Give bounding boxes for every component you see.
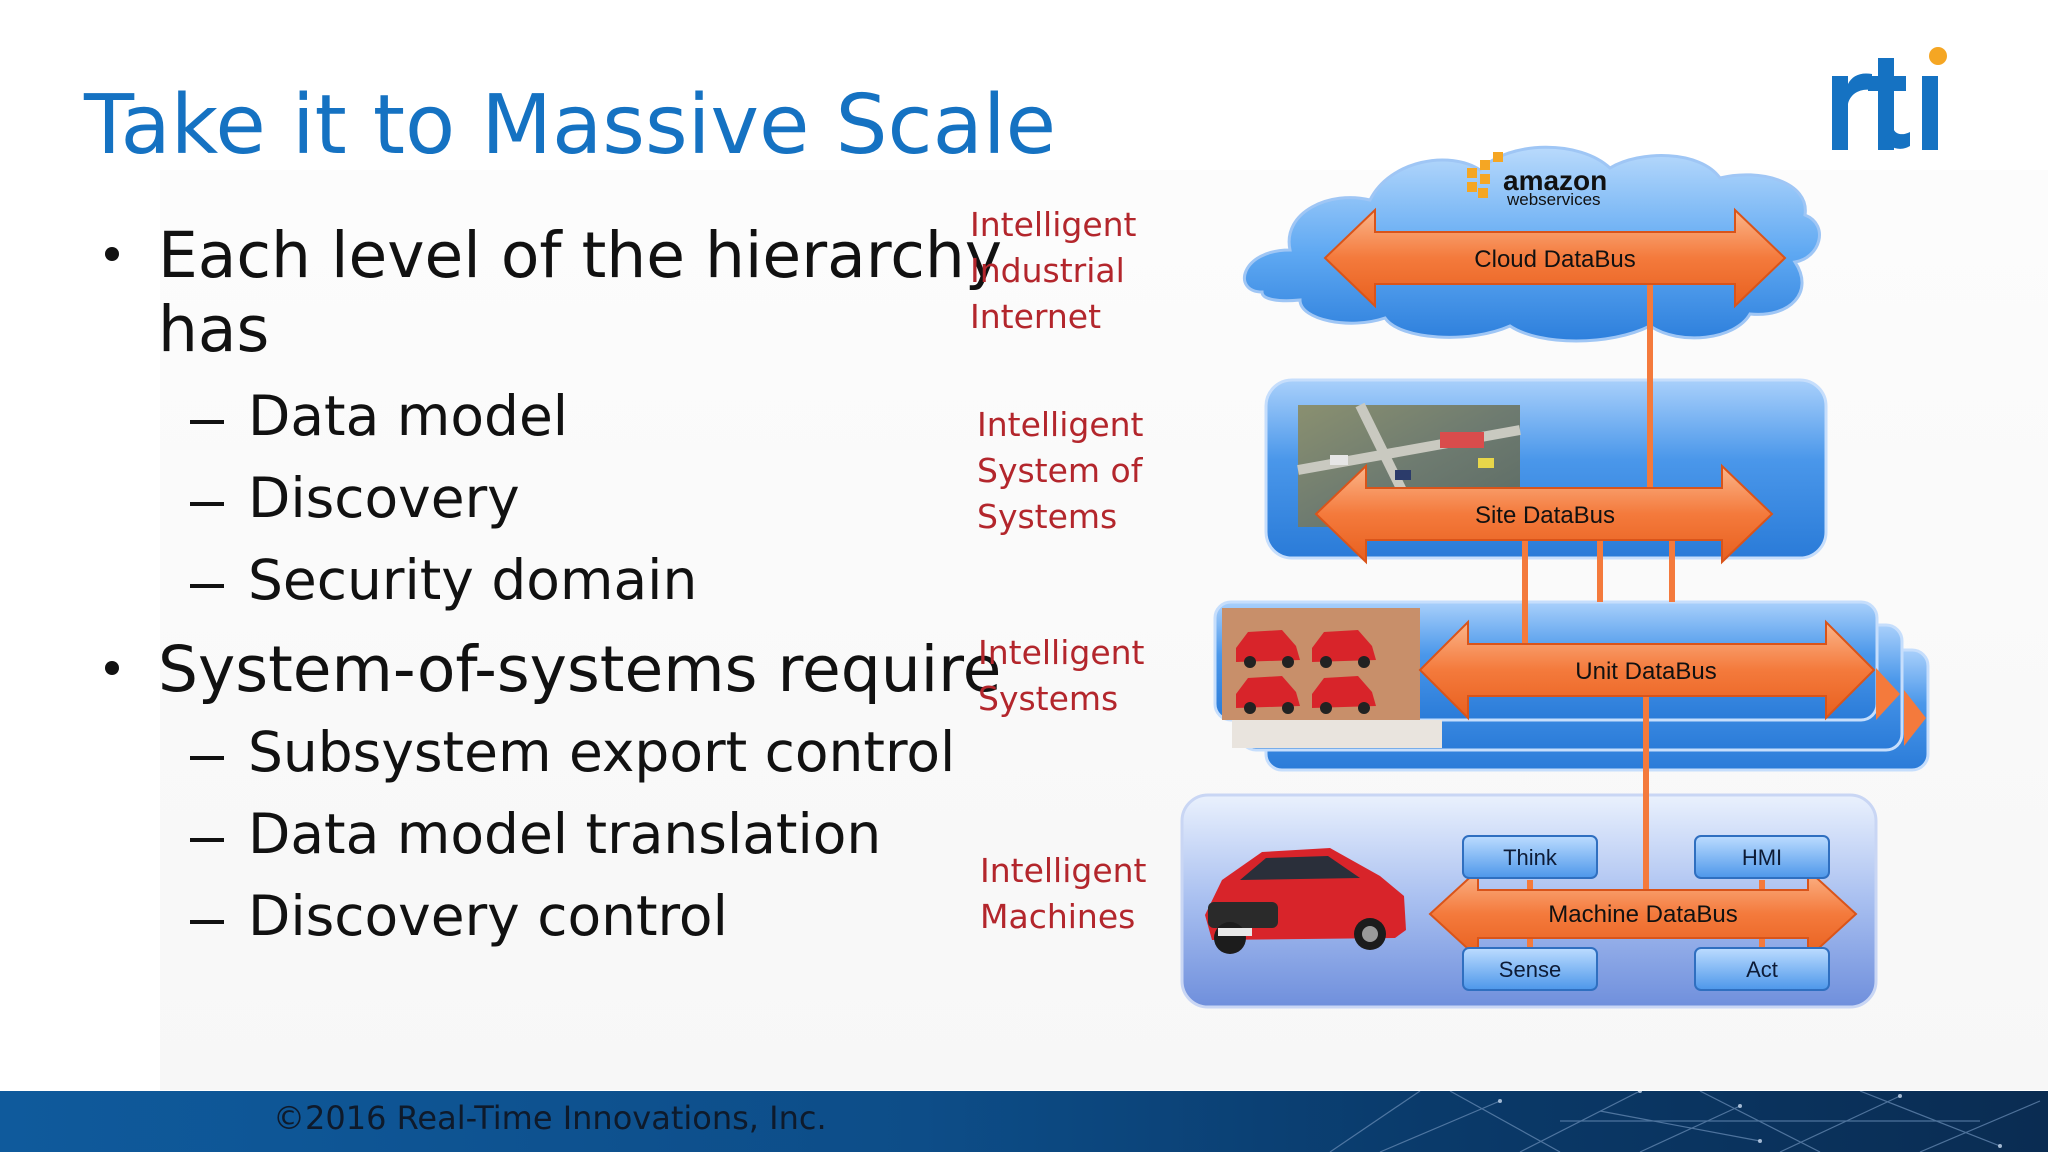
- dash-icon: [190, 838, 224, 842]
- level-label-industrial-internet: Intelligent Industrial Internet: [970, 205, 1137, 336]
- subitem-subsystem-export-control: Subsystem export control: [248, 720, 956, 784]
- site-databus-label: Site DataBus: [1475, 502, 1615, 529]
- sense-box: Sense: [1462, 947, 1598, 991]
- red-car-image: [1205, 848, 1406, 954]
- bullet-dot: [105, 661, 119, 675]
- svg-text:HMI: HMI: [1742, 845, 1782, 870]
- cars-grid-image: [1222, 608, 1442, 748]
- dash-icon: [190, 420, 224, 424]
- svg-text:Think: Think: [1503, 845, 1558, 870]
- subitem-data-model-translation: Data model translation: [248, 802, 882, 866]
- aws-brand-sub: webservices: [1506, 190, 1601, 209]
- cloud-databus-arrow: Cloud DataBus: [1323, 207, 1787, 309]
- subitem-data-model: Data model: [248, 384, 569, 448]
- svg-text:Sense: Sense: [1499, 957, 1561, 982]
- bullet-2: System-of-systems require: [158, 633, 1002, 706]
- dash-icon: [190, 920, 224, 924]
- rti-logo: [1826, 42, 1956, 156]
- slide-title: Take it to Massive Scale: [84, 78, 1057, 173]
- bullet-1-line1: Each level of the hierarchy: [158, 219, 1003, 292]
- site-databus-arrow: Site DataBus: [1314, 463, 1774, 565]
- machine-databus-arrow: Machine DataBus: [1428, 867, 1858, 961]
- act-box: Act: [1694, 947, 1830, 991]
- subitem-discovery: Discovery: [248, 466, 520, 530]
- machine-databus-label: Machine DataBus: [1548, 901, 1737, 928]
- unit-databus-label: Unit DataBus: [1575, 658, 1716, 685]
- bullet-dot: [105, 247, 119, 261]
- footer-bar: [0, 1089, 2048, 1153]
- dash-icon: [190, 584, 224, 588]
- network-pattern-icon: [1329, 1089, 2041, 1153]
- level-label-systems: Intelligent Systems: [978, 633, 1145, 718]
- think-box: Think: [1462, 835, 1598, 879]
- cloud-databus-label: Cloud DataBus: [1474, 246, 1635, 273]
- bullet-1-line2: has: [158, 293, 270, 366]
- svg-text:Act: Act: [1746, 957, 1778, 982]
- dash-icon: [190, 502, 224, 506]
- aws-logo: amazon webservices: [1467, 152, 1607, 209]
- aws-brand: amazon: [1503, 165, 1607, 196]
- copyright-text: ©2016 Real-Time Innovations, Inc.: [273, 1099, 827, 1137]
- unit-databus-arrow: Unit DataBus: [1418, 619, 1926, 746]
- subitem-discovery-control: Discovery control: [248, 884, 728, 948]
- level-label-system-of-systems: Intelligent System of Systems: [977, 405, 1144, 536]
- subitem-security-domain: Security domain: [248, 548, 698, 612]
- level-label-machines: Intelligent Machines: [980, 851, 1147, 936]
- hmi-box: HMI: [1694, 835, 1830, 879]
- dash-icon: [190, 756, 224, 760]
